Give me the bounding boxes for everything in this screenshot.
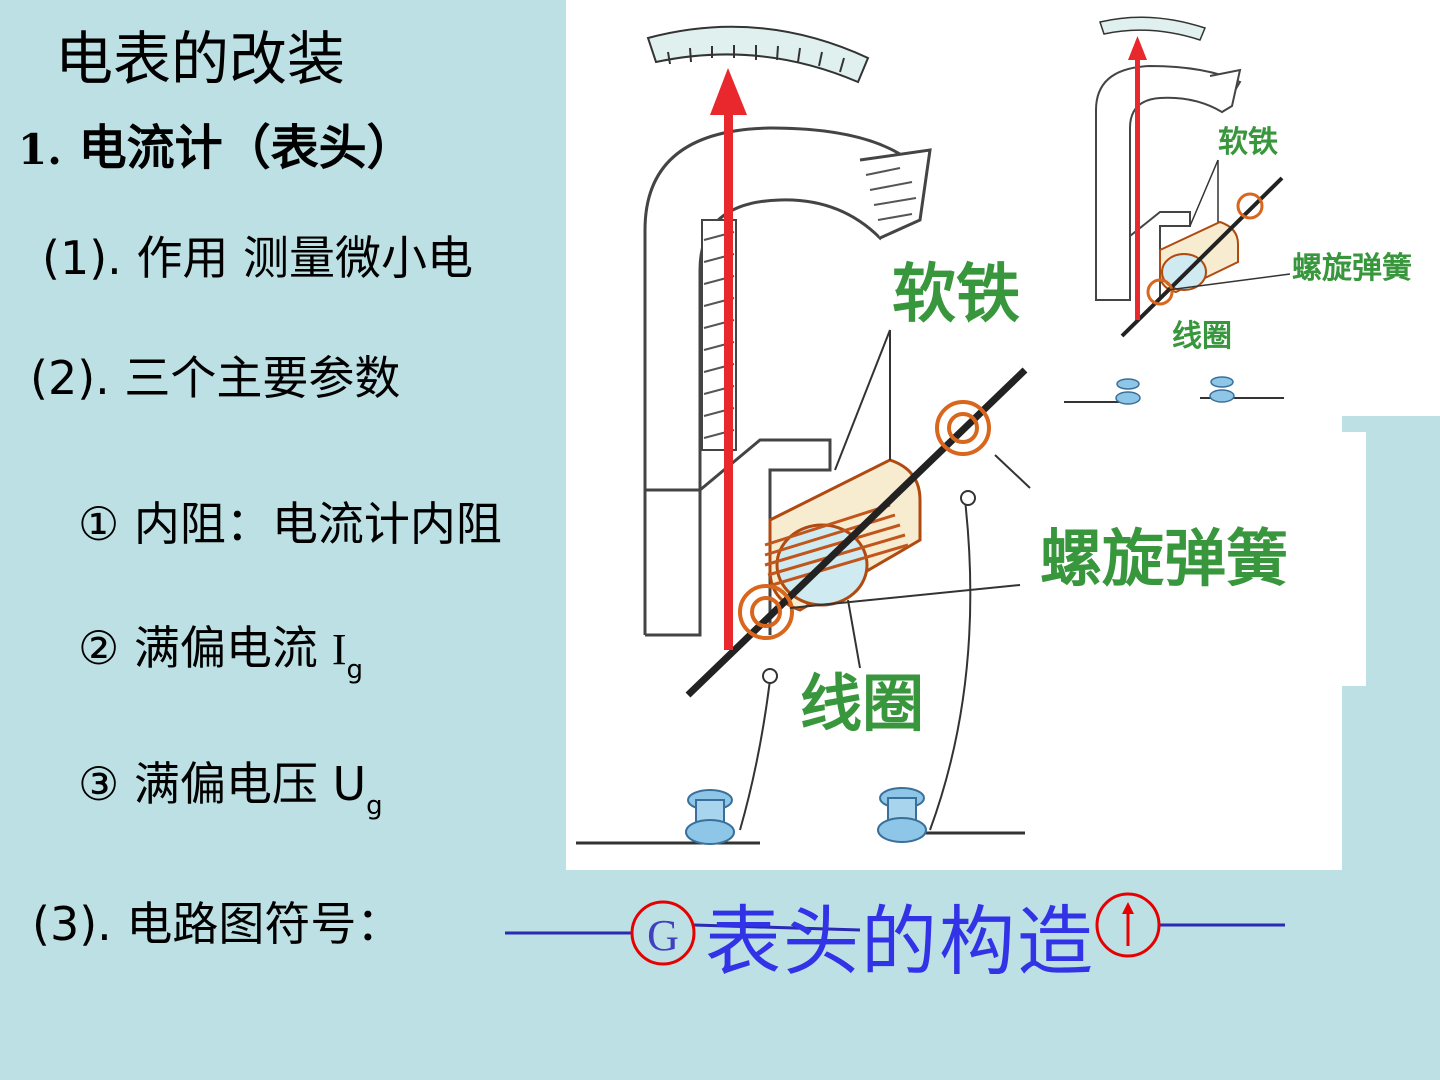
terminal-right [878,788,926,842]
thumb-label-spiral-spring: 螺旋弹簧 [1292,251,1412,286]
large-galvanometer-drawing: 软铁 螺旋弹簧 线圈 [576,27,1288,844]
label-soft-iron: 软铁 [892,258,1020,332]
pointer [724,110,733,650]
label-coil: 线圈 [800,667,924,740]
symbol-letter-g: G [647,911,679,960]
label-spiral-spring: 螺旋弹簧 [1040,522,1288,595]
thumb-label-soft-iron: 软铁 [1218,125,1278,160]
scale-dial [648,27,868,82]
small-galvanometer-drawing: 软铁 螺旋弹簧 线圈 [1064,17,1412,404]
diagram-caption: 表头的构造 [705,880,1095,990]
terminal-left [686,790,734,844]
thumb-label-coil: 线圈 [1172,319,1232,354]
spring-bottom [740,586,792,638]
